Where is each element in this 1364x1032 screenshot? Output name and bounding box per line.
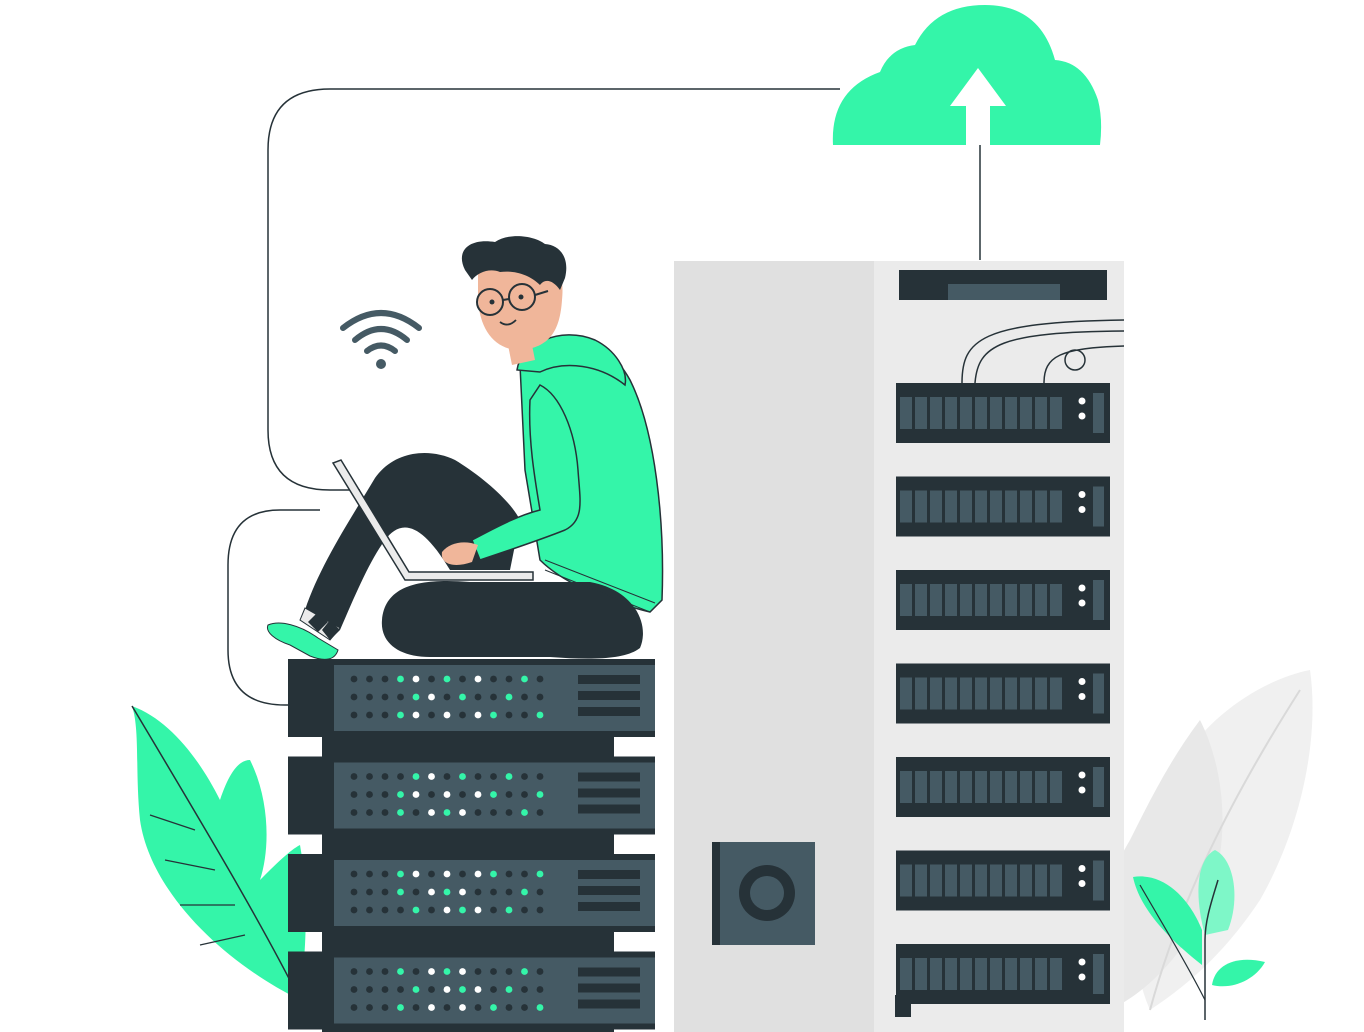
stack-server xyxy=(288,756,655,855)
rack-unit xyxy=(896,944,1110,1004)
server-stack xyxy=(288,659,655,1032)
stack-server xyxy=(288,659,655,757)
background-leaf xyxy=(1099,670,1313,1011)
server-rack xyxy=(674,261,1125,1032)
plant-right xyxy=(1133,850,1265,1020)
rack-unit xyxy=(896,570,1110,630)
rack-unit xyxy=(896,476,1110,537)
rack-unit xyxy=(896,757,1110,817)
stack-server xyxy=(288,951,655,1032)
speaker-box xyxy=(712,842,911,1017)
plant-left xyxy=(131,705,306,1001)
cloud-upload-icon xyxy=(832,5,1102,145)
rack-unit xyxy=(896,850,1110,911)
stack-server xyxy=(288,854,655,952)
wifi-icon xyxy=(340,310,422,369)
rack-unit xyxy=(896,663,1110,724)
rack-unit xyxy=(896,383,1110,443)
person xyxy=(266,236,664,660)
